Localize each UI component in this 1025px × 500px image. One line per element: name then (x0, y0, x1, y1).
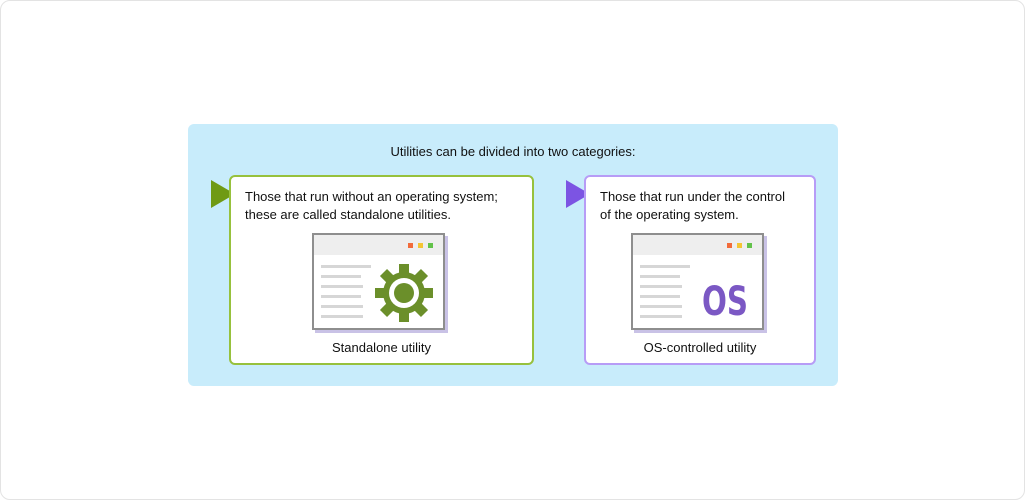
standalone-description-line: these are called standalone utilities. (245, 207, 451, 222)
window-minimize-icon (737, 243, 742, 248)
categories-panel: Utilities can be divided into two catego… (188, 124, 838, 386)
window-close-icon (408, 243, 413, 248)
text-lines (321, 265, 371, 318)
window-maximize-icon (428, 243, 433, 248)
gear-icon (375, 264, 433, 322)
os-logo-icon: OS (702, 279, 748, 325)
window-close-icon (727, 243, 732, 248)
text-lines (640, 265, 690, 318)
os-controlled-description: Those that run under the control of the … (600, 188, 806, 224)
standalone-description-line: Those that run without an operating syst… (245, 189, 498, 204)
os-controlled-utility-card: Those that run under the control of the … (584, 175, 816, 365)
panel-title: Utilities can be divided into two catego… (390, 144, 636, 159)
window-illustration: OS (631, 233, 767, 333)
standalone-utility-card: Those that run without an operating syst… (229, 175, 534, 365)
window-maximize-icon (747, 243, 752, 248)
os-controlled-description-line: Those that run under the control (600, 189, 786, 204)
os-controlled-caption: OS-controlled utility (643, 340, 757, 355)
window-minimize-icon (418, 243, 423, 248)
window-titlebar (314, 235, 443, 255)
window-illustration (312, 233, 448, 333)
standalone-caption: Standalone utility (331, 340, 431, 355)
window-titlebar (633, 235, 762, 255)
os-controlled-description-line: of the operating system. (600, 207, 739, 222)
standalone-description: Those that run without an operating syst… (245, 188, 524, 224)
